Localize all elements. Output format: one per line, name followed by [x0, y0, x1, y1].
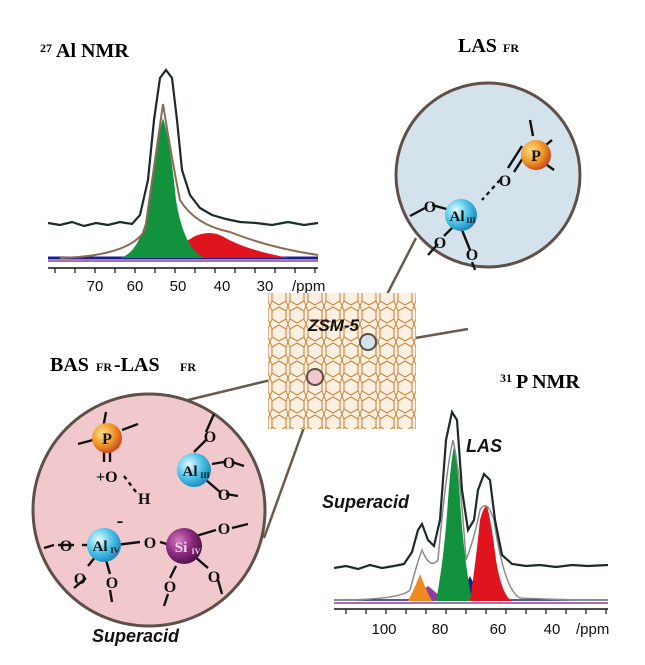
las-fr-circle	[394, 81, 582, 269]
al-axis-unit: /ppm	[292, 278, 325, 295]
p-las-label: LAS	[466, 436, 502, 456]
p-nmr-isotope: 31	[500, 371, 512, 385]
bas-al4-o-bottom: O	[106, 575, 118, 592]
zsm5-framework	[268, 293, 416, 429]
las-fr-p-atom	[521, 140, 551, 170]
p-tick-60: 60	[490, 621, 507, 638]
bas-fr-las-fr-panel: BAS FR -LAS FR	[31, 354, 267, 646]
bas-al4-sub: IV	[111, 546, 120, 555]
bas-h-label: H	[138, 491, 151, 508]
al-x-ticks	[54, 268, 316, 273]
al-tick-70: 70	[87, 278, 104, 295]
al-nmr-title: Al NMR	[56, 40, 129, 62]
las-fr-subscript: FR	[503, 41, 519, 55]
bas-si-label: Si	[175, 540, 188, 556]
bas-si-o-right: O	[218, 521, 230, 538]
al-peak-green	[120, 118, 205, 258]
bas-al4-o-lowleft: O	[74, 571, 86, 588]
p-nmr-spectrum: 31 P NMR LAS Superacid 100	[322, 371, 609, 638]
p-tick-40: 40	[544, 621, 561, 638]
p-experimental-spectrum	[333, 409, 609, 571]
p-nmr-title: P NMR	[516, 371, 580, 393]
al-tick-30: 30	[257, 278, 274, 295]
las-fr-o-label: O	[499, 173, 511, 190]
las-fr-title: LAS	[458, 35, 497, 57]
bas-title-sub2: FR	[180, 360, 196, 374]
las-fr-o-lower: O	[434, 235, 446, 252]
bas-al3-atom	[177, 453, 211, 487]
p-axis-unit: /ppm	[576, 621, 609, 638]
bas-al3-o-bottom: O	[218, 487, 230, 504]
al-fit-envelope	[59, 103, 319, 259]
al-tick-40: 40	[214, 278, 231, 295]
bas-si-sub: IV	[192, 547, 201, 556]
p-x-ticks	[345, 609, 607, 614]
zsm5-bas-marker	[306, 368, 324, 386]
bas-title-sub1: FR	[96, 360, 112, 374]
superacid-caption: Superacid	[92, 626, 180, 646]
bas-al4-label: Al	[93, 539, 108, 555]
bas-al3-label: Al	[183, 464, 198, 480]
p-peak-red	[470, 505, 512, 601]
bas-title-main: BAS	[50, 354, 89, 376]
bas-al3-sub: III	[200, 471, 209, 480]
p-tick-80: 80	[432, 621, 449, 638]
p-tick-100: 100	[371, 621, 396, 638]
al-tick-50: 50	[170, 278, 187, 295]
las-fr-al-label: Al	[450, 209, 465, 225]
bas-bridge-o: O	[144, 535, 156, 552]
bas-al4-atom	[87, 528, 121, 562]
zsm5-tile: ZSM-5	[268, 293, 416, 429]
bas-title-dash: -LAS	[114, 354, 160, 376]
p-peak-green	[436, 446, 472, 601]
bas-al4-charge: -	[117, 510, 124, 532]
al-nmr-isotope: 27	[40, 41, 52, 55]
zsm5-las-marker	[359, 333, 377, 351]
bas-si-atom	[166, 528, 202, 564]
bas-fr-circle	[31, 392, 267, 628]
las-fr-p-label: P	[531, 148, 541, 165]
p-superacid-label: Superacid	[322, 492, 410, 512]
bas-si-o-bottom: O	[164, 579, 176, 596]
las-fr-al-sub: III	[466, 216, 475, 225]
bas-si-o-lowright: O	[208, 569, 220, 586]
zsm5-label: ZSM-5	[307, 316, 360, 335]
p-fit-envelope	[333, 439, 609, 601]
al-tick-60: 60	[127, 278, 144, 295]
las-fr-o-left: O	[424, 199, 436, 216]
bas-p-label: P	[102, 431, 112, 448]
bas-p-atom	[92, 423, 122, 453]
p-peak-orange	[408, 574, 432, 601]
al-nmr-spectrum: 27 Al NMR 70 60 50 40 30 /ppm	[40, 40, 325, 295]
bas-al3-o-top: O	[204, 429, 216, 446]
bas-al3-o-right: O	[223, 455, 235, 472]
al-experimental-spectrum	[47, 68, 319, 228]
las-fr-o-bottom: O	[466, 247, 478, 264]
bas-plus-o: +O	[96, 469, 118, 486]
las-fr-al-atom	[445, 199, 477, 231]
bas-al4-o-left: O	[60, 538, 72, 555]
las-fr-panel: LAS FR P O Al III O O O	[394, 35, 582, 271]
